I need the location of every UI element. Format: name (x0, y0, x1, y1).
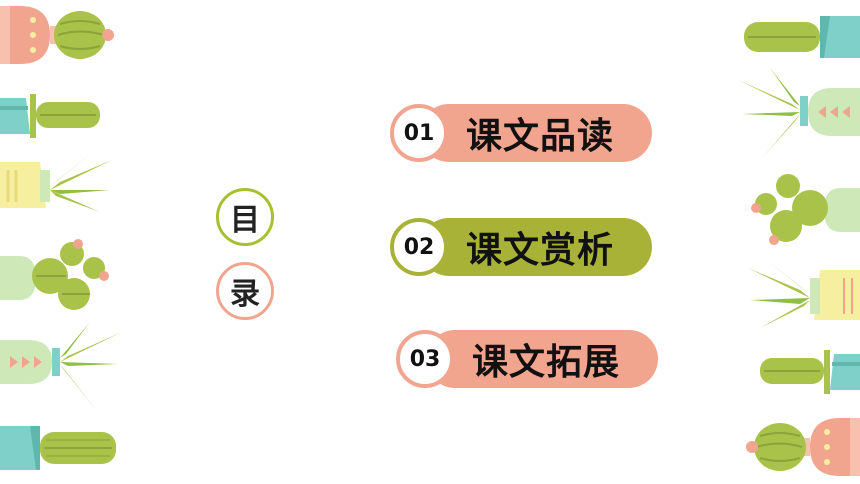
toc-item-1-number: 01 (403, 120, 435, 146)
right-cactus-decoration (730, 0, 860, 484)
toc-item-1[interactable]: 课文品读 01 (390, 104, 652, 162)
toc-item-3-label: 课文拓展 (472, 342, 621, 383)
aloe-bulb-pot-icon (738, 68, 860, 158)
left-cactus-decoration (0, 0, 130, 484)
prickly-cactus-pot-icon (744, 16, 860, 58)
toc-item-1-number-badge: 01 (390, 104, 448, 162)
aloe-pot-icon (0, 150, 112, 212)
toc-item-2-pill[interactable]: 课文赏析 (420, 218, 652, 276)
toc-item-2[interactable]: 课文赏析 02 (390, 218, 652, 276)
toc-title-char-2: 录 (216, 262, 274, 320)
prickly-cactus-pot-icon (0, 426, 116, 470)
pot-cactus-horizontal-icon (0, 94, 100, 138)
round-cactus-pot-icon (0, 239, 109, 310)
toc-item-3-pill[interactable]: 课文拓展 (426, 330, 658, 388)
aloe-pot-icon (748, 258, 860, 328)
potted-cactus-icon (0, 6, 114, 64)
toc-item-1-pill[interactable]: 课文品读 (420, 104, 652, 162)
toc-title-text-1: 目 (230, 203, 260, 238)
toc-title-char-1: 目 (216, 188, 274, 246)
aloe-bulb-pot-icon (0, 322, 122, 412)
potted-cactus-icon (746, 418, 860, 476)
toc-item-3[interactable]: 课文拓展 03 (396, 330, 658, 388)
toc-item-2-label: 课文赏析 (466, 230, 615, 271)
toc-item-2-number: 02 (403, 234, 435, 260)
pot-cactus-horizontal-icon (760, 350, 860, 394)
toc-item-3-number-badge: 03 (396, 330, 454, 388)
toc-item-3-number: 03 (409, 346, 441, 372)
toc-item-1-label: 课文品读 (466, 116, 615, 157)
toc-item-2-number-badge: 02 (390, 218, 448, 276)
round-cactus-pot-icon (751, 174, 860, 245)
toc-title-text-2: 录 (230, 277, 260, 312)
